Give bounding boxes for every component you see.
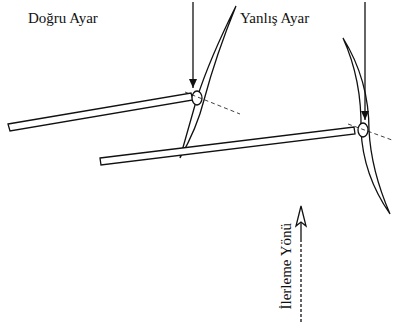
- direction-line: [300, 240, 301, 322]
- axis-line: [348, 124, 392, 140]
- force-arrow: [364, 2, 365, 120]
- hub: [358, 123, 368, 137]
- force-arrow: [192, 2, 193, 88]
- axis-line: [185, 92, 240, 114]
- handle: [100, 127, 355, 165]
- direction-label: İlerleme Yönü: [278, 223, 295, 310]
- blade: [343, 38, 390, 214]
- direction-arrowhead: [296, 206, 306, 226]
- blade: [180, 6, 236, 158]
- label-text: Yanlış Ayar: [240, 10, 309, 27]
- handle: [8, 93, 193, 131]
- label-text: Doğru Ayar: [28, 10, 98, 27]
